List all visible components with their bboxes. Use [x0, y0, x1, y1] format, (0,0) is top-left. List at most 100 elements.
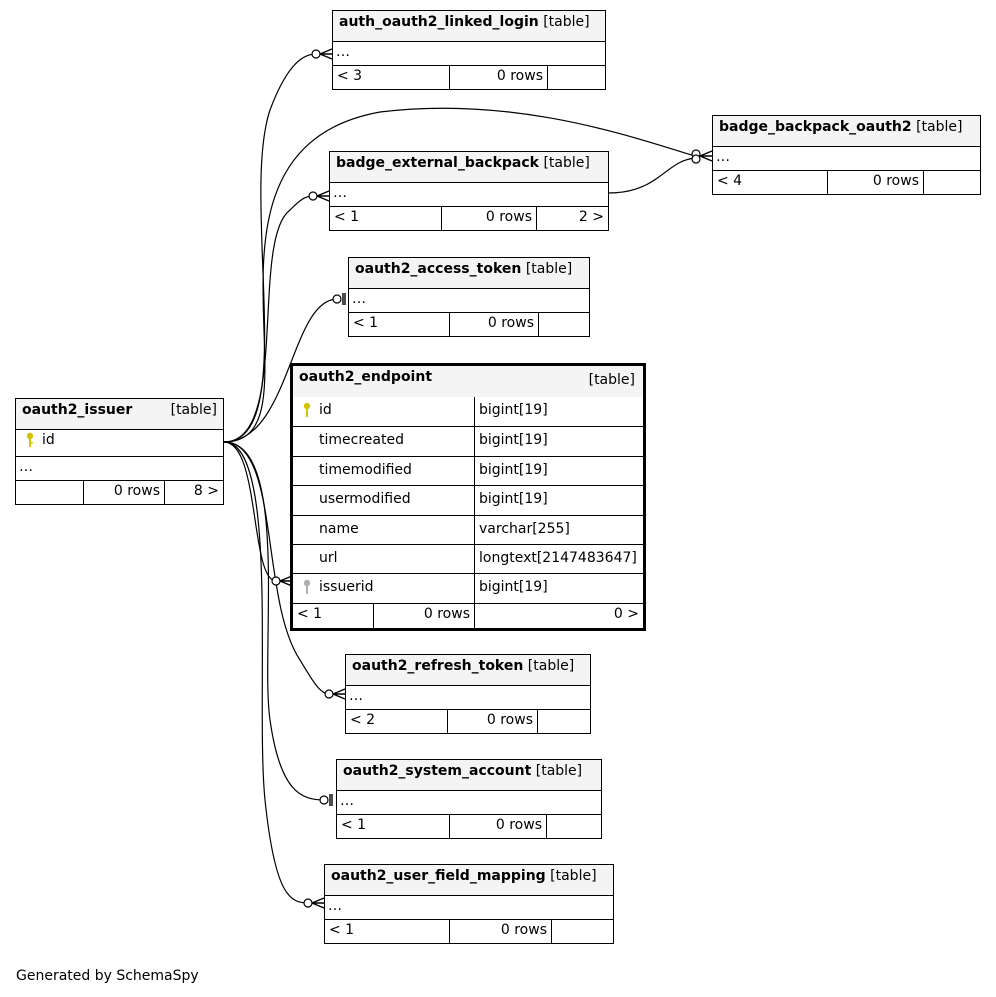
optional-marker [303, 898, 313, 908]
table-header: oauth2_user_field_mapping [table] [325, 865, 613, 895]
more-columns: … [333, 185, 347, 201]
table-type: [table] [535, 763, 583, 779]
row-count: 0 rows [827, 171, 923, 194]
optional-marker [319, 795, 329, 805]
column-row: timemodified bigint[19] [293, 455, 643, 486]
column-type: bigint[19] [474, 427, 643, 456]
children-count: 8 > [164, 481, 223, 504]
children-count: 2 > [536, 207, 608, 230]
column-name: timemodified [319, 461, 412, 478]
table-type: [table] [916, 119, 963, 135]
column-name-cell: url [293, 545, 474, 573]
children-count [537, 710, 590, 733]
column-name: timecreated [319, 432, 404, 449]
row-count: 0 rows [373, 603, 474, 628]
footer-credit: Generated by SchemaSpy [16, 968, 199, 984]
table-oauth2-issuer[interactable]: oauth2_issuer [table] id … 0 rows 8 > [15, 398, 224, 505]
table-header: badge_backpack_oauth2 [table] [713, 116, 980, 146]
children-count [546, 815, 601, 838]
optional-marker [308, 191, 318, 201]
table-name: oauth2_endpoint [299, 369, 433, 385]
column-name: usermodified [319, 491, 411, 508]
column-row: timecreated bigint[19] [293, 426, 643, 456]
table-type: [table] [543, 155, 590, 171]
many-marker [316, 190, 330, 202]
column-row: issuerid bigint[19] [293, 573, 643, 603]
link-backpack-oauth2 [223, 107, 696, 443]
blank-key-slot [301, 432, 313, 448]
blank-key-slot [301, 462, 313, 478]
many-marker [332, 688, 346, 700]
many-marker [319, 48, 333, 60]
foreign-key-icon [303, 580, 311, 595]
table-name: badge_external_backpack [336, 155, 539, 171]
table-type: [table] [550, 868, 597, 884]
column-name: id [42, 432, 55, 448]
table-auth-oauth2-linked-login[interactable]: auth_oauth2_linked_login [table] … < 3 0… [332, 10, 606, 90]
column-name: issuerid [319, 579, 374, 596]
column-type: varchar[255] [474, 515, 643, 544]
table-name: auth_oauth2_linked_login [339, 14, 539, 30]
blank-key-slot [301, 491, 313, 507]
more-columns: … [349, 688, 363, 704]
column-type: bigint[19] [474, 456, 643, 486]
more-columns: … [336, 44, 350, 60]
column-type: bigint[19] [474, 574, 643, 603]
more-columns: … [716, 149, 730, 165]
optional-marker [324, 689, 334, 699]
link-external-backpack [223, 195, 314, 443]
parents-count: < 2 [350, 712, 376, 728]
table-oauth2-user-field-mapping[interactable]: oauth2_user_field_mapping [table] … < 1 … [324, 864, 614, 944]
table-badge-external-backpack[interactable]: badge_external_backpack [table] … < 1 0 … [329, 151, 609, 231]
table-header: auth_oauth2_linked_login [table] [333, 11, 605, 41]
parents-count: < 3 [337, 68, 363, 84]
row-count: 0 rows [449, 66, 547, 89]
children-count: 0 > [474, 603, 643, 628]
link-system-account [223, 441, 325, 801]
row-count: 0 rows [441, 207, 536, 230]
table-oauth2-refresh-token[interactable]: oauth2_refresh_token [table] … < 2 0 row… [345, 654, 591, 734]
blank-key-slot [301, 521, 313, 537]
table-name: oauth2_access_token [355, 261, 522, 277]
table-header: oauth2_issuer [table] [16, 399, 223, 429]
row-count: 0 rows [447, 710, 537, 733]
column-row: id [16, 430, 59, 456]
table-oauth2-system-account[interactable]: oauth2_system_account [table] … < 1 0 ro… [336, 759, 602, 839]
table-type: [table] [525, 261, 573, 277]
table-badge-backpack-oauth2[interactable]: badge_backpack_oauth2 [table] … < 4 0 ro… [712, 115, 981, 195]
parents-count: < 1 [334, 209, 360, 225]
table-name: oauth2_user_field_mapping [331, 868, 546, 884]
column-name-cell: id [293, 397, 474, 426]
more-columns: … [328, 898, 342, 914]
table-header: oauth2_refresh_token [table] [346, 655, 590, 685]
children-count [547, 66, 605, 89]
primary-key-icon [26, 432, 34, 447]
table-type: [table] [543, 14, 590, 30]
row-count: 0 rows [449, 313, 538, 336]
column-name-cell: timemodified [293, 457, 474, 485]
one-marker [329, 794, 333, 806]
more-columns: … [340, 793, 354, 809]
row-count: 0 rows [83, 481, 164, 504]
table-header: badge_external_backpack [table] [330, 152, 608, 182]
table-name: oauth2_refresh_token [352, 658, 524, 674]
table-type: [table] [170, 402, 217, 418]
table-oauth2-access-token[interactable]: oauth2_access_token [table] … < 1 0 rows [348, 257, 590, 337]
column-name-cell: timecreated [293, 427, 474, 455]
link-external-to-oauth2 [607, 157, 697, 194]
more-columns: … [352, 291, 366, 307]
table-type: [table] [527, 658, 575, 674]
column-name-cell: issuerid [293, 574, 474, 602]
column-type: bigint[19] [474, 397, 643, 427]
column-name: name [319, 520, 359, 537]
children-count [923, 171, 980, 194]
column-name-cell: usermodified [293, 486, 474, 514]
column-name: url [319, 549, 338, 566]
table-header: oauth2_system_account [table] [337, 760, 601, 790]
table-header: oauth2_access_token [table] [349, 258, 589, 288]
parents-count: < 1 [297, 605, 323, 622]
